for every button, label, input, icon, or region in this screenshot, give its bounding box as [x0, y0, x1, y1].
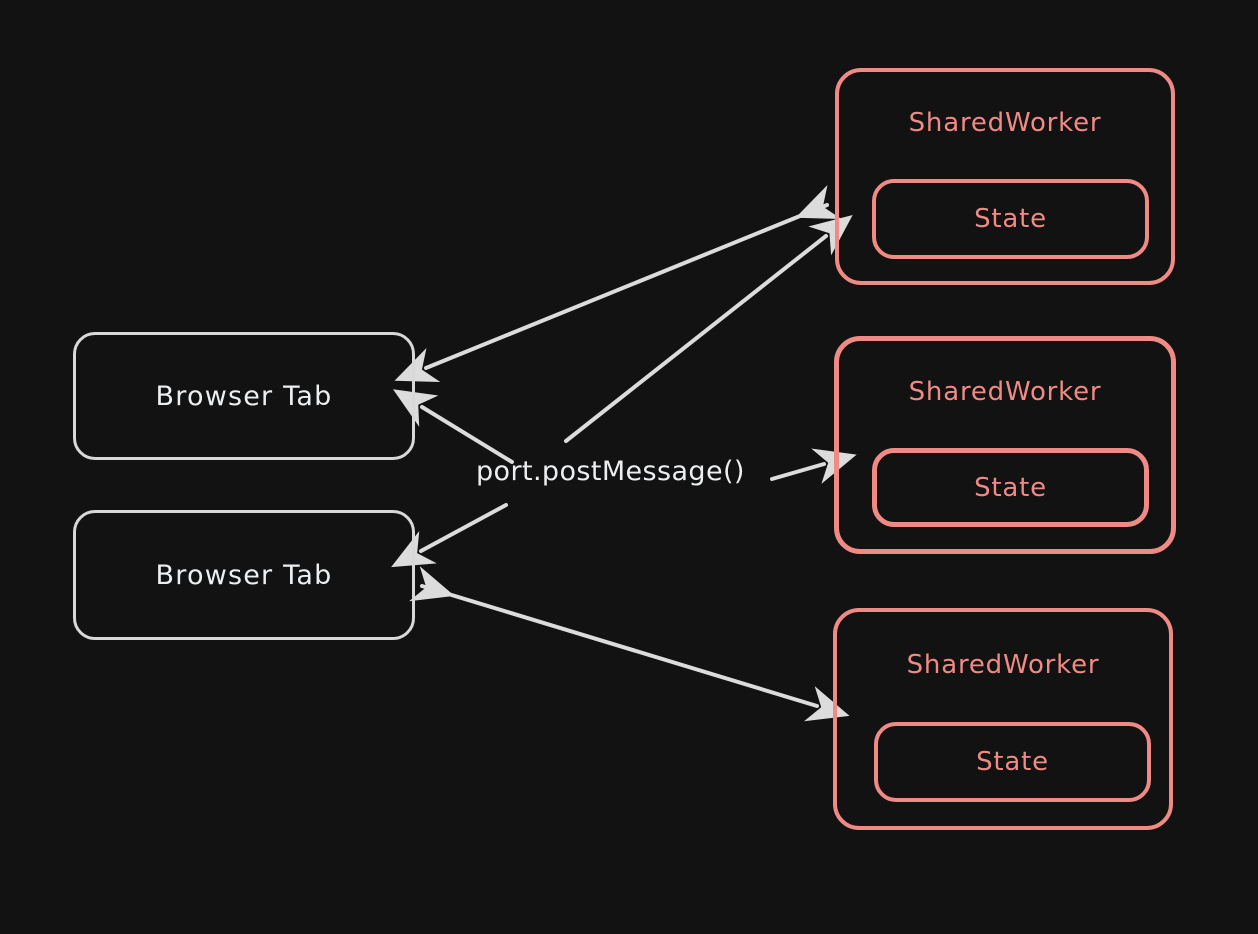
shared-worker-2-label: SharedWorker	[908, 377, 1102, 407]
shared-worker-1-label: SharedWorker	[908, 108, 1102, 138]
shared-worker-2-state-label: State	[974, 472, 1047, 503]
browser-tab-1[interactable]: Browser Tab	[73, 332, 415, 460]
connector-browsertab2-sharedworker3	[408, 566, 850, 722]
shared-worker-1[interactable]: SharedWorker State	[835, 68, 1175, 285]
connector-sharedworker1-browsertab1	[394, 184, 842, 383]
shared-worker-3-state-label: State	[976, 747, 1049, 777]
browser-tab-2-label: Browser Tab	[155, 559, 333, 591]
shared-worker-2-state-box[interactable]: State	[872, 448, 1149, 527]
shared-worker-1-state-label: State	[974, 204, 1047, 234]
shared-worker-3-label: SharedWorker	[906, 650, 1100, 680]
shared-worker-1-state-box[interactable]: State	[872, 179, 1149, 259]
browser-tab-2[interactable]: Browser Tab	[73, 510, 415, 640]
port-post-message-label: port.postMessage()	[476, 456, 745, 487]
connector-label-browsertab1	[392, 389, 514, 464]
shared-worker-3[interactable]: SharedWorker State	[833, 608, 1173, 830]
connector-label-sharedworker2	[770, 448, 857, 484]
connector-label-sharedworker1	[564, 214, 853, 443]
browser-tab-1-label: Browser Tab	[155, 380, 333, 412]
connector-label-browsertab2	[391, 503, 508, 568]
shared-worker-3-state-box[interactable]: State	[874, 722, 1151, 802]
shared-worker-2[interactable]: SharedWorker State	[834, 336, 1176, 554]
